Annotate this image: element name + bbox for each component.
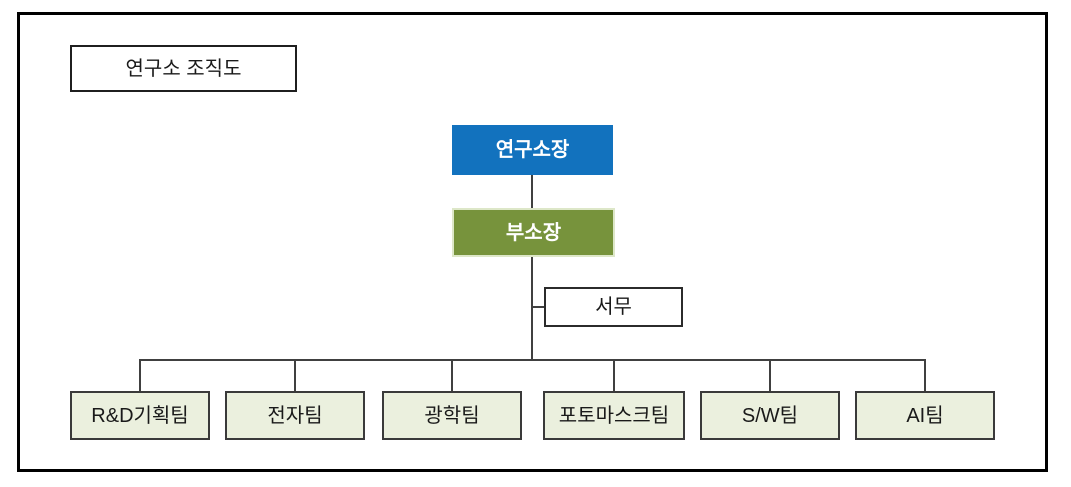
- connector-deputy-teams: [531, 257, 533, 361]
- node-director: 연구소장: [452, 125, 613, 175]
- node-team-rnd-planning: R&D기획팀: [70, 391, 210, 440]
- connector-stub-electronics: [294, 361, 296, 391]
- connector-stub-rnd: [139, 361, 141, 391]
- node-team-optics: 광학팀: [382, 391, 522, 440]
- diagram-border: [17, 12, 1048, 472]
- chart-title: 연구소 조직도: [70, 45, 297, 92]
- node-admin: 서무: [544, 287, 683, 327]
- connector-stub-sw: [769, 361, 771, 391]
- node-team-electronics: 전자팀: [225, 391, 365, 440]
- node-team-photomask: 포토마스크팀: [543, 391, 685, 440]
- connector-stub-optics: [451, 361, 453, 391]
- connector-teams-bus: [139, 359, 926, 361]
- connector-director-deputy: [531, 175, 533, 208]
- node-team-ai: AI팀: [855, 391, 995, 440]
- connector-admin-stub: [531, 306, 545, 308]
- connector-stub-ai: [924, 361, 926, 391]
- node-deputy-director: 부소장: [452, 208, 615, 257]
- node-team-software: S/W팀: [700, 391, 840, 440]
- connector-stub-photomask: [613, 361, 615, 391]
